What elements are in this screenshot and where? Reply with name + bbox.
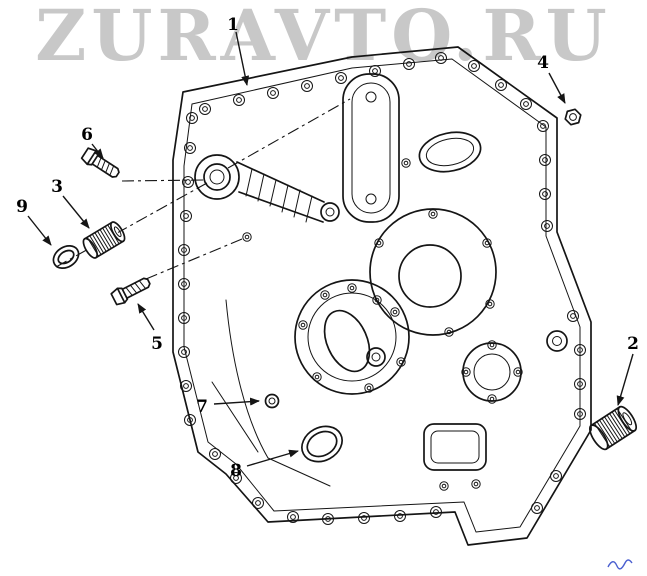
idler-boss [194,154,340,223]
leader-arrows [27,31,634,467]
callout-9: 9 [16,197,28,217]
part-bearing-2 [588,405,638,451]
callout-8: 8 [230,461,242,481]
assembly-axis-lines [55,98,351,280]
callout-6: 6 [81,125,93,145]
part-nut-4 [564,108,582,126]
signature-icon [607,559,633,570]
part-bolt-5 [109,273,154,308]
gear-cover-drawing [172,46,592,546]
camshaft-opening [369,208,497,337]
accessory-boss [294,279,410,395]
part-bolt-6 [79,145,123,182]
bottom-pad [423,423,487,491]
callout-1: 1 [227,15,239,35]
part-bushing-3 [82,221,126,259]
top-slot-pad [342,73,400,223]
callout-2: 2 [627,334,639,354]
callout-5: 5 [151,334,163,354]
callout-7: 7 [196,397,208,417]
callout-4: 4 [537,53,549,73]
part-oring-9 [52,244,80,270]
part-oring-8 [301,425,343,463]
oval-opening [418,131,482,173]
callout-3: 3 [51,177,63,197]
lower-right-boss [461,340,523,404]
part-plug-7 [264,393,280,409]
